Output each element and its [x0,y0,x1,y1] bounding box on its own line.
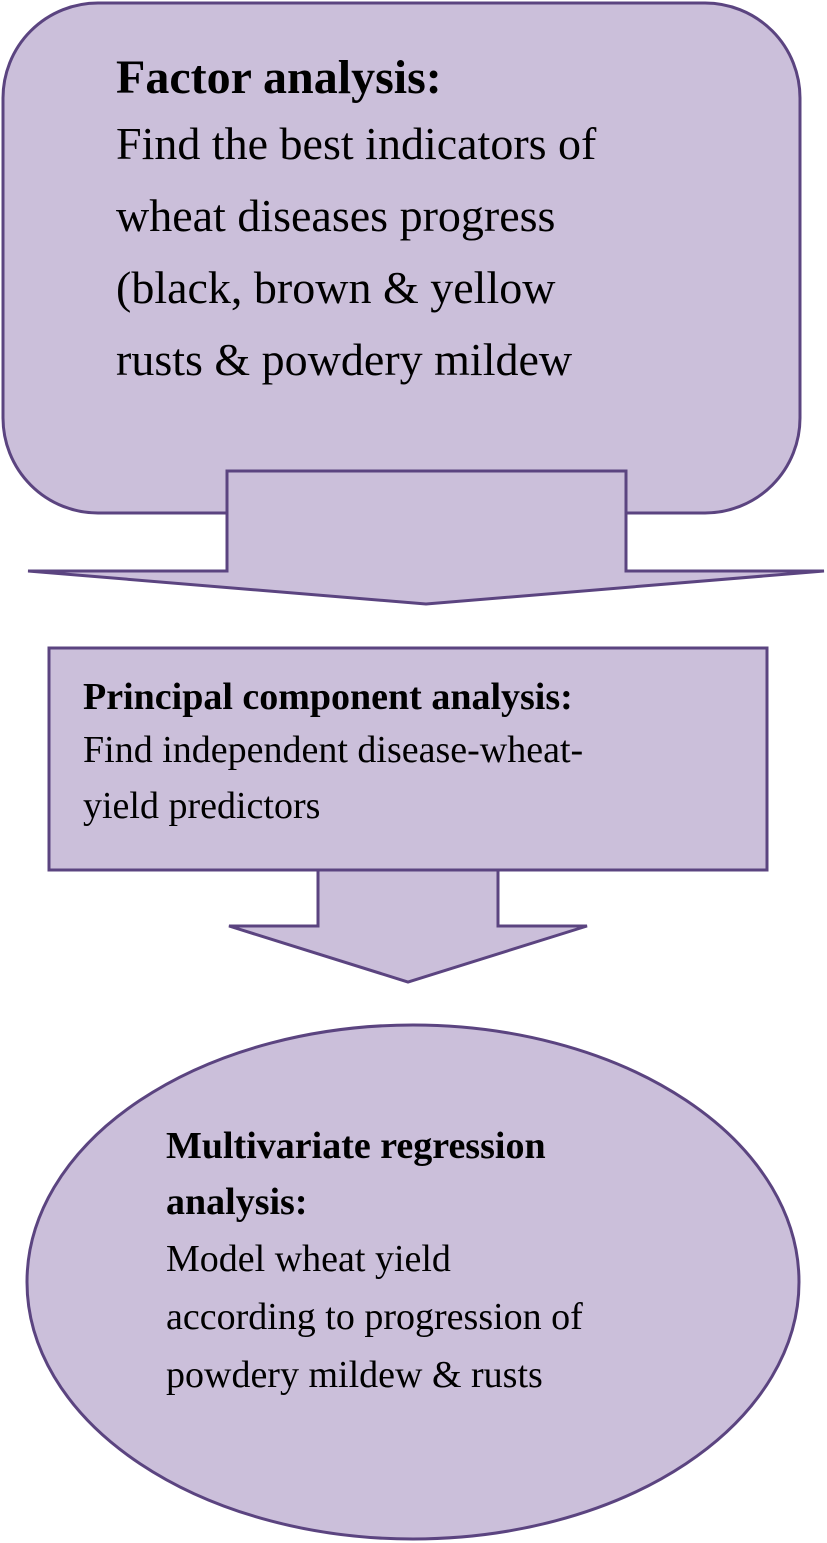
principal-component-box [47,646,769,872]
factor-analysis-title: Factor analysis: [116,51,442,104]
multivariate-regression-line-3: powdery mildew & rusts [166,1354,543,1396]
arrow-2 [228,868,588,984]
principal-component-line-1: Find independent disease-wheat- [83,729,584,771]
factor-analysis-line-3: (black, brown & yellow [116,262,556,313]
factor-analysis-text: Factor analysis: Find the best indicator… [116,48,756,396]
factor-analysis-line-2: wheat diseases progress [116,190,556,241]
multivariate-regression-line-1: Model wheat yield [166,1238,451,1280]
principal-component-text: Principal component analysis: Find indep… [83,672,763,834]
multivariate-regression-title-1: Multivariate regression [166,1125,546,1167]
multivariate-regression-ellipse [25,1023,801,1541]
factor-analysis-line-4: rusts & powdery mildew [116,334,573,385]
principal-component-title: Principal component analysis: [83,676,573,718]
principal-component-line-2: yield predictors [83,785,321,827]
multivariate-regression-text: Multivariate regression analysis: Model … [166,1118,726,1404]
arrow-1 [27,469,825,606]
multivariate-regression-line-2: according to progression of [166,1296,583,1338]
factor-analysis-line-1: Find the best indicators of [116,118,597,169]
multivariate-regression-title-2: analysis: [166,1181,308,1223]
